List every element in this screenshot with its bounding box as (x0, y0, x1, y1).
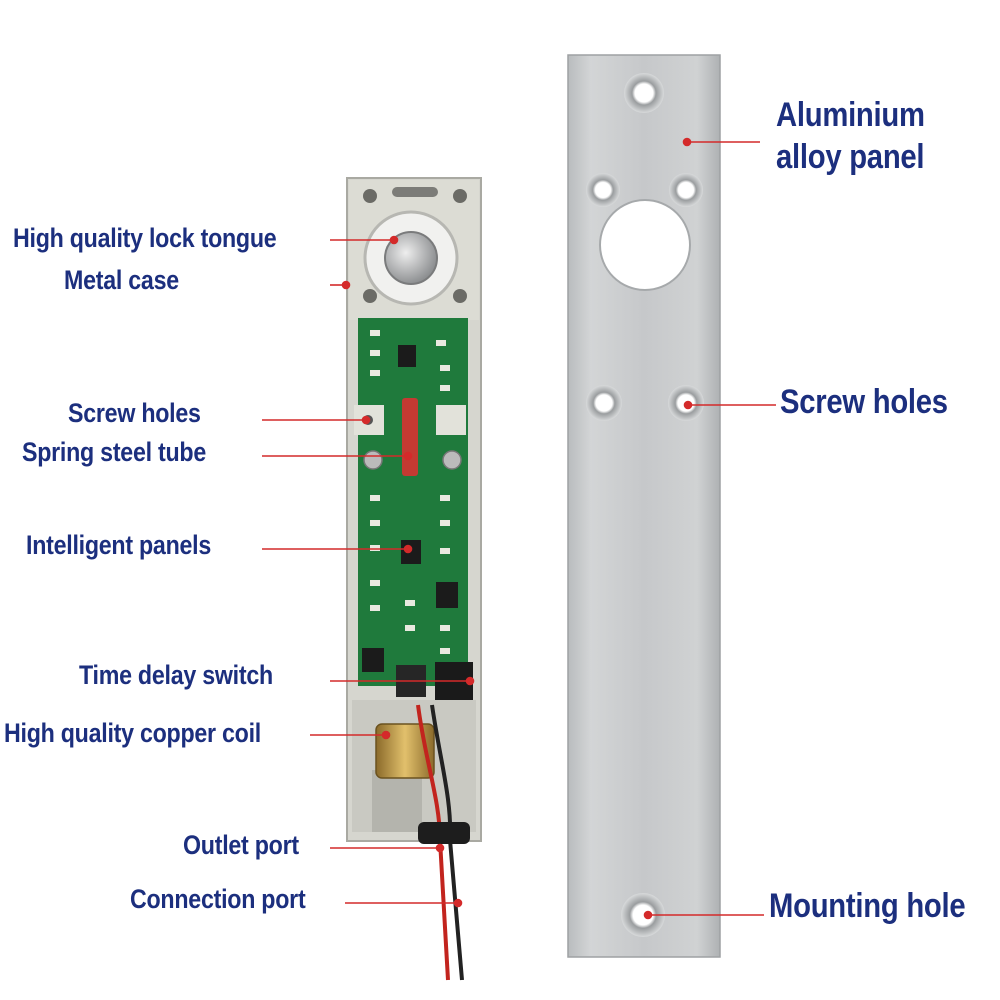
lock-tongue (384, 231, 438, 285)
label-intelligent-panels: Intelligent panels (26, 530, 212, 560)
label-aluminium-line1: Aluminium (776, 96, 925, 134)
label-lock-tongue: High quality lock tongue (13, 223, 277, 253)
label-spring-steel-tube: Spring steel tube (22, 437, 206, 467)
panel-holes (586, 73, 704, 937)
spring-steel-tube (402, 398, 418, 476)
outlet-grommet (418, 822, 470, 844)
aluminium-panel (567, 54, 721, 958)
label-connection-port: Connection port (130, 884, 306, 914)
label-aluminium-line2: alloy panel (776, 138, 925, 176)
label-metal-case: Metal case (64, 265, 179, 295)
label-time-delay-switch: Time delay switch (79, 660, 273, 690)
label-mounting-hole: Mounting hole (769, 887, 966, 925)
mounting-hole (621, 893, 665, 937)
label-screw-holes-left: Screw holes (68, 398, 201, 428)
circuit-board (358, 318, 468, 686)
copper-coil (375, 723, 435, 779)
label-screw-holes-right: Screw holes (780, 383, 948, 421)
label-copper-coil: High quality copper coil (4, 718, 262, 748)
lock-body (346, 177, 482, 981)
label-outlet-port: Outlet port (183, 830, 299, 860)
leader-lines (262, 137, 776, 920)
